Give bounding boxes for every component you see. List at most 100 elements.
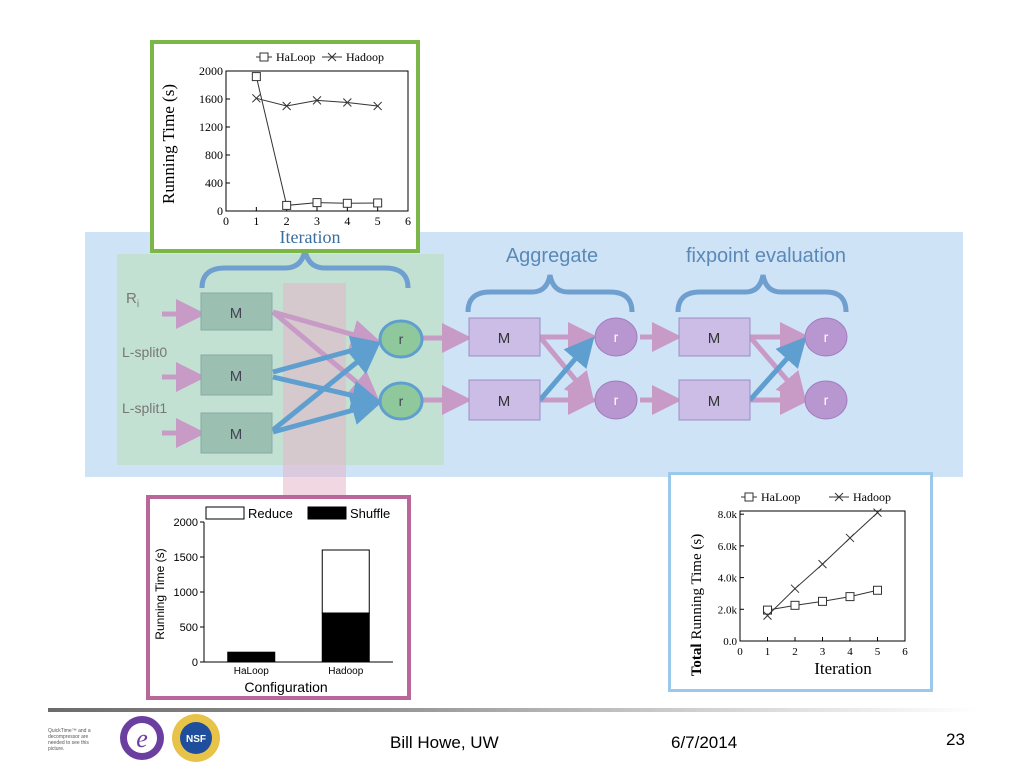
reduce-node (378, 319, 424, 359)
iteration-time-chart: HaLoop Hadoop Running Time (s) Iteration… (150, 40, 420, 253)
x-tick-label: 0 (737, 646, 743, 658)
footer-author: Bill Howe, UW (390, 733, 499, 752)
x-tick-label: 0 (223, 214, 229, 228)
data-point-hadoop (873, 508, 882, 517)
data-point-hadoop (282, 101, 292, 111)
map-label: M (230, 368, 243, 385)
map-node (678, 317, 751, 357)
escience-logo: e (120, 716, 164, 760)
legend-square-marker (744, 492, 754, 502)
x-tick-label: 5 (375, 214, 381, 228)
legend-label: Hadoop (346, 50, 384, 64)
y-axis-title-main: Running Time (s) (689, 534, 705, 640)
legend-label: HaLoop (761, 490, 800, 504)
map-label: M (230, 426, 243, 443)
fixpoint-arrow (748, 335, 807, 403)
x-tick-label: 2 (284, 214, 290, 228)
data-point-hadoop (790, 584, 800, 594)
legend-x-marker (834, 492, 844, 502)
y-tick-label: 1500 (174, 552, 198, 564)
aggregate-heading: Aggregate (506, 245, 598, 267)
x-tick-label: 5 (875, 646, 881, 658)
reduce-node (378, 381, 424, 421)
x-axis-title: Configuration (244, 679, 327, 695)
y-tick-label: 400 (205, 176, 223, 190)
footer-date: 6/7/2014 (671, 733, 738, 752)
shuffle-arrow (271, 343, 380, 432)
x-axis-title: Iteration (280, 227, 341, 247)
data-point-haloop (873, 585, 882, 595)
data-point-haloop (818, 596, 827, 606)
y-tick-label: 1200 (199, 120, 223, 134)
shuffle-reduce-chart-svg: Reduce Shuffle Running Time (s) Configur… (153, 506, 393, 695)
data-point-haloop (282, 200, 292, 210)
data-point-haloop (373, 198, 383, 208)
shuffle-arrow (272, 335, 382, 375)
x-axis-title: Iteration (814, 659, 872, 678)
y-axis-title: Running Time (s) (153, 548, 167, 639)
x-tick-label: Hadoop (328, 666, 363, 677)
reduce-label: r (824, 329, 829, 345)
x-tick-label: 3 (314, 214, 320, 228)
svg-text:NSF: NSF (186, 734, 206, 745)
x-tick-label: 1 (253, 214, 259, 228)
slide-number: 23 (946, 730, 965, 749)
map-label: M (498, 393, 511, 410)
series-line-hadoop (256, 97, 378, 107)
data-point-hadoop (763, 611, 772, 620)
y-axis-title: Total Running Time (s) (689, 534, 705, 676)
aggregate-arrow (538, 336, 595, 402)
data-point-haloop (790, 600, 800, 610)
reduce-node (804, 380, 848, 420)
y-tick-label: 500 (180, 622, 198, 634)
legend-label: Reduce (248, 506, 293, 521)
y-axis-title: Running Time (s) (159, 84, 178, 204)
x-tick-label: HaLoop (234, 666, 269, 677)
x-tick-label: 4 (847, 646, 853, 658)
input-label-lsplit1: L-split1 (122, 400, 167, 416)
y-tick-label: 0 (217, 204, 223, 218)
reduce-node (804, 317, 848, 357)
total-time-chart: HaLoop Hadoop Total Running Time (s) Ite… (668, 472, 933, 692)
shuffle-arrow (272, 395, 382, 435)
fixpoint-arrow (748, 336, 807, 402)
y-tick-label: 1600 (199, 92, 223, 106)
svg-text:e: e (136, 724, 148, 753)
map-node (678, 379, 751, 421)
x-tick-label: 4 (344, 214, 350, 228)
y-tick-label: 4.0k (718, 573, 738, 585)
input-label-r-sub: i (137, 299, 139, 310)
x-tick-label: 2 (792, 646, 798, 658)
map-label: M (708, 393, 721, 410)
x-tick-label: 3 (820, 646, 826, 658)
data-point-hadoop (251, 93, 261, 103)
x-tick-label: 6 (902, 646, 908, 658)
y-tick-label: 8.0k (718, 509, 738, 521)
bar-reduce-hadoop (321, 549, 370, 614)
y-axis-title-prefix: Total (689, 643, 705, 676)
aggregate-brace (465, 274, 635, 313)
data-point-hadoop (342, 98, 352, 107)
plot-frame (225, 70, 409, 212)
input-label-ri: Ri (126, 290, 139, 310)
data-point-hadoop (845, 533, 855, 543)
reduce-node (594, 317, 638, 357)
data-point-haloop (763, 605, 772, 615)
quicktime-placeholder-note: QuickTime™ and a decompressor are needed… (48, 728, 91, 752)
data-point-hadoop (373, 101, 383, 111)
reduce-node (594, 380, 638, 420)
data-point-haloop (312, 198, 322, 208)
shuffle-arrow (272, 309, 382, 349)
map-label: M (708, 330, 721, 347)
legend-square-marker (259, 52, 269, 62)
series-line-haloop (255, 76, 378, 206)
shuffle-reduce-chart: Reduce Shuffle Running Time (s) Configur… (146, 495, 411, 700)
map-node (200, 292, 273, 331)
map-label: M (498, 330, 511, 347)
stage1-brace (199, 249, 411, 289)
reduce-label: r (614, 329, 619, 345)
reduce-label: r (824, 392, 829, 408)
data-point-haloop (251, 72, 261, 82)
fixpoint-heading: fixpoint evaluation (686, 245, 846, 267)
